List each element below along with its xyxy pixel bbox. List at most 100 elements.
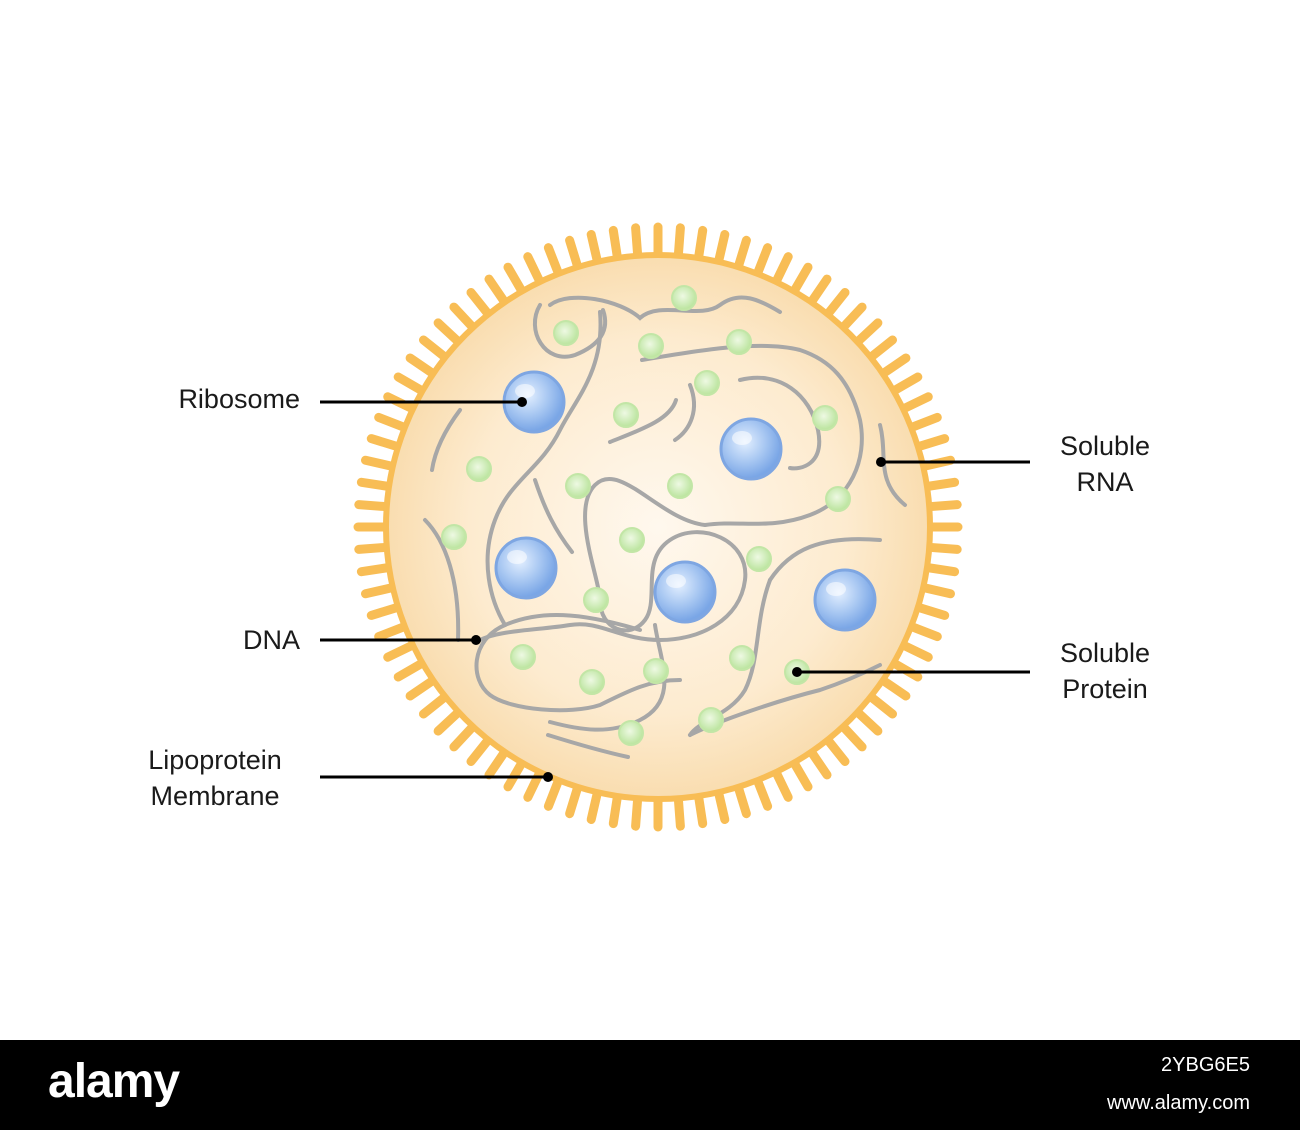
membrane-spike	[608, 225, 622, 263]
membrane-spike	[694, 225, 708, 263]
membrane-spike	[354, 542, 392, 554]
leader-dot-membrane	[543, 772, 553, 782]
label-soluble-protein-line2: Protein	[1062, 674, 1148, 704]
membrane-spike	[356, 563, 394, 577]
diagram-canvas	[320, 222, 1030, 832]
label-lipoprotein-line2: Membrane	[150, 781, 280, 811]
soluble-protein	[466, 456, 492, 482]
label-soluble-protein: Soluble Protein	[1015, 635, 1195, 707]
membrane-spike	[449, 302, 478, 333]
soluble-protein	[618, 720, 644, 746]
membrane-spike	[889, 658, 923, 682]
membrane-spike	[586, 230, 602, 267]
membrane-spike	[823, 735, 850, 766]
membrane-spike	[543, 243, 564, 279]
leader-dots	[471, 397, 886, 782]
membrane-inner-ring	[383, 252, 933, 802]
soluble-proteins	[441, 285, 851, 746]
membrane-spike	[838, 721, 867, 752]
membrane-spike	[366, 602, 403, 620]
membrane-spike	[823, 288, 850, 319]
membrane-spike	[405, 675, 438, 701]
membrane-spike	[806, 274, 832, 307]
membrane-spike	[924, 500, 962, 512]
membrane-spike	[913, 434, 950, 452]
ribosome	[719, 417, 783, 481]
soluble-protein	[643, 658, 669, 684]
membrane-spike	[852, 318, 883, 347]
membrane-spike	[361, 583, 398, 599]
membrane-spike	[898, 640, 933, 662]
lipoprotein-membrane-spikes	[353, 222, 963, 832]
watermark-footer: alamy 2YBG6E5 www.alamy.com	[0, 1040, 1300, 1130]
soluble-protein	[583, 587, 609, 613]
membrane-spike	[673, 793, 685, 831]
label-soluble-protein-line1: Soluble	[1059, 638, 1151, 668]
label-lipoprotein-membrane: Lipoprotein Membrane	[125, 742, 305, 814]
membrane-spike	[752, 775, 773, 811]
ribosome	[494, 536, 558, 600]
leader-dot-soluble-protein	[792, 667, 802, 677]
label-ribosome: Ribosome	[178, 384, 300, 414]
membrane-spike	[419, 335, 450, 362]
membrane-spike	[361, 455, 398, 471]
membrane-spike	[374, 412, 410, 433]
soluble-protein	[825, 486, 851, 512]
membrane-spike	[922, 477, 960, 491]
ribosome	[653, 560, 717, 624]
membrane-spike	[466, 288, 493, 319]
membrane-spike	[889, 372, 923, 396]
membrane-spike	[466, 735, 493, 766]
membrane-spike	[898, 392, 933, 414]
membrane-spike	[852, 707, 883, 736]
membrane-spike	[714, 230, 730, 267]
membrane-spike	[523, 252, 545, 287]
membrane-spike	[586, 787, 602, 824]
membrane-spike	[433, 707, 464, 736]
soluble-protein	[812, 405, 838, 431]
soluble-protein	[510, 644, 536, 670]
membrane-spike	[631, 793, 643, 831]
soluble-protein	[638, 333, 664, 359]
membrane-spike	[393, 372, 427, 396]
membrane-spike	[878, 353, 911, 379]
membrane-spike	[393, 658, 427, 682]
membrane-spike	[771, 252, 793, 287]
membrane-spike	[484, 274, 510, 307]
membrane-spike	[405, 353, 438, 379]
soluble-protein	[565, 473, 591, 499]
label-dna: DNA	[242, 625, 300, 655]
membrane-spike	[354, 500, 392, 512]
membrane-spike	[906, 412, 942, 433]
membrane-spike	[565, 235, 583, 272]
membrane-spike	[878, 675, 911, 701]
membrane-spike	[733, 782, 751, 819]
soluble-protein	[553, 320, 579, 346]
soluble-protein	[746, 546, 772, 572]
soluble-protein	[613, 402, 639, 428]
membrane-spike	[771, 767, 793, 802]
membrane-spike	[449, 721, 478, 752]
label-soluble-rna-line2: RNA	[1076, 467, 1134, 497]
membrane-spike	[631, 223, 643, 261]
soluble-protein	[441, 524, 467, 550]
membrane-spike	[924, 542, 962, 554]
membrane-spike	[503, 758, 527, 792]
membrane-spike	[356, 477, 394, 491]
leader-dot-dna	[471, 635, 481, 645]
membrane-spike	[374, 621, 410, 642]
membrane-spike	[608, 791, 622, 829]
membrane-spike	[789, 262, 813, 296]
membrane-spike	[673, 223, 685, 261]
membrane-spike	[565, 782, 583, 819]
leader-dot-ribosome	[517, 397, 527, 407]
membrane-spike	[922, 563, 960, 577]
membrane-spike	[752, 243, 773, 279]
membrane-spike	[366, 434, 403, 452]
soluble-protein	[729, 645, 755, 671]
membrane-spike	[694, 791, 708, 829]
membrane-spike	[503, 262, 527, 296]
label-soluble-rna-line1: Soluble	[1059, 431, 1151, 461]
ribosomes	[494, 370, 877, 632]
membrane-spike	[806, 747, 832, 780]
